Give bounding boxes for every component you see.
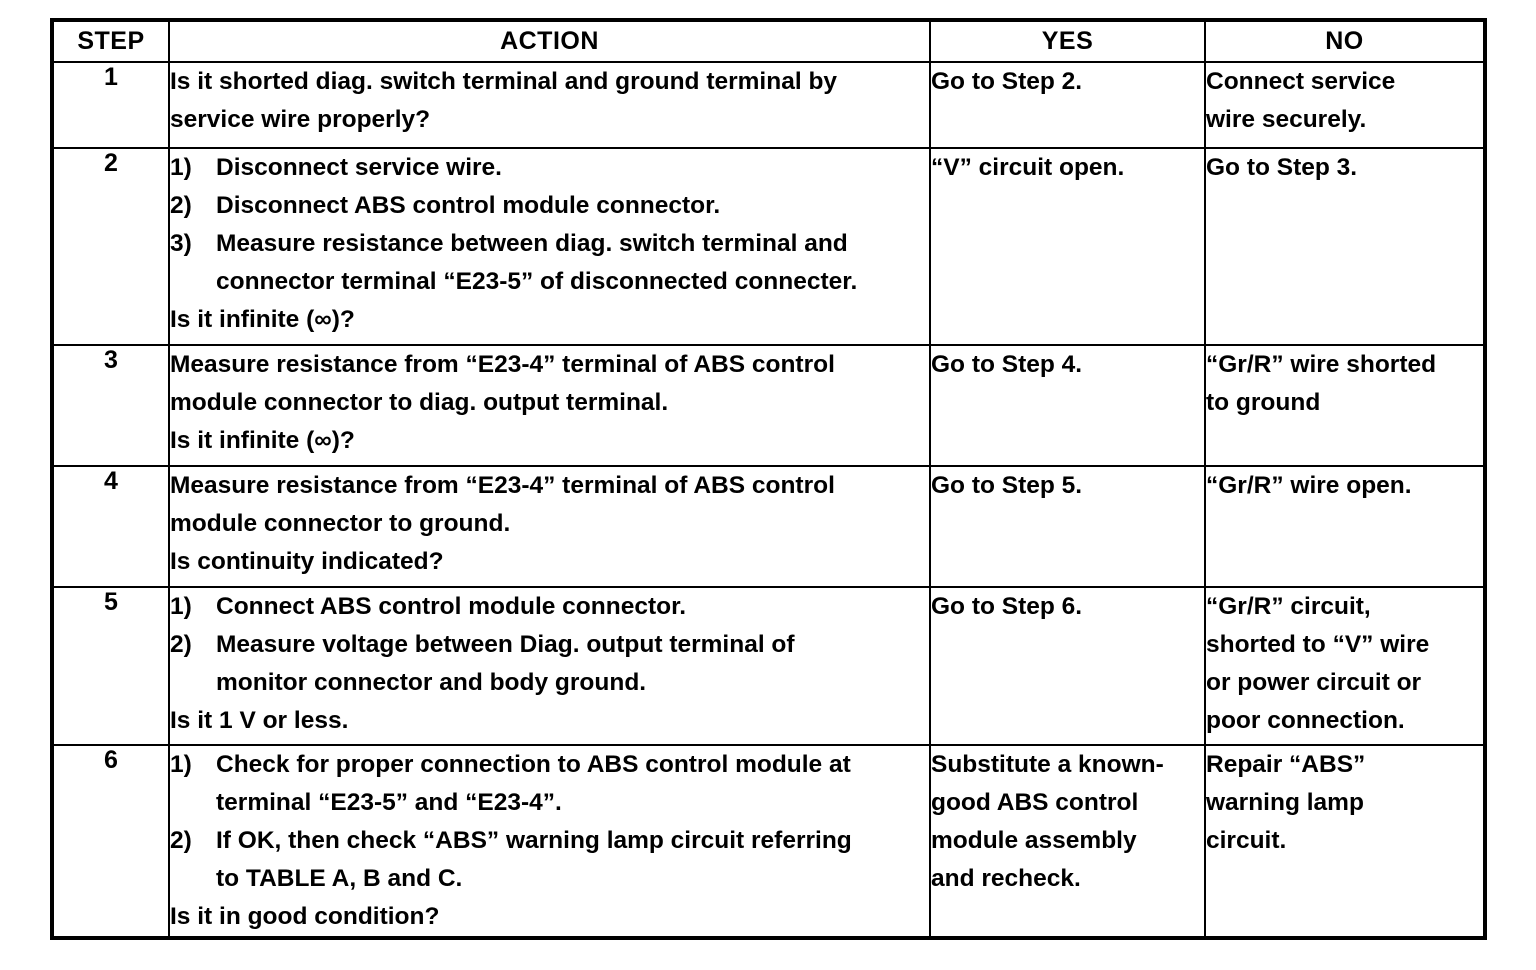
no-text-line: “Gr/R” wire open. <box>1206 472 1412 499</box>
no-text-line: or power circuit or <box>1206 669 1422 696</box>
action-numbered-item: 2) Disconnect ABS control module connecto… <box>170 187 929 225</box>
step-number-cell: 3 <box>51 344 170 467</box>
action-text-line: module connector to ground. <box>170 510 511 537</box>
yes-text-line: Go to Step 4. <box>931 351 1083 378</box>
action-item-number: 1) <box>170 751 192 778</box>
no-result-cell: Repair “ABS” warning lamp circuit. <box>1204 744 1486 939</box>
action-item-continuation: monitor connector and body ground. <box>216 669 647 696</box>
no-text-line: “Gr/R” wire shorted <box>1206 351 1437 378</box>
no-result-cell: Go to Step 3. <box>1204 147 1486 346</box>
no-text-line: poor connection. <box>1206 707 1405 734</box>
action-numbered-item: 1) Connect ABS control module connector. <box>170 588 929 626</box>
action-item-continuation: terminal “E23-5” and “E23-4”. <box>216 789 562 816</box>
action-item-number: 2) <box>170 192 192 219</box>
column-header-yes: YES <box>929 19 1206 63</box>
action-item-number: 2) <box>170 631 192 658</box>
no-result-cell: “Gr/R” wire shorted to ground <box>1204 344 1486 467</box>
action-text-line: Is it 1 V or less. <box>170 707 349 734</box>
action-item-text: Disconnect ABS control module connector. <box>216 192 721 219</box>
yes-text-line: Go to Step 5. <box>931 472 1083 499</box>
yes-text-line: Substitute a known- <box>931 751 1164 778</box>
no-text-line: warning lamp <box>1206 789 1364 816</box>
step-number-cell: 6 <box>51 744 170 939</box>
action-item-continuation: connector terminal “E23-5” of disconnect… <box>216 268 858 295</box>
no-text-line: to ground <box>1206 389 1321 416</box>
action-item-text: Measure resistance between diag. switch … <box>216 230 848 257</box>
action-cell: Is it shorted diag. switch terminal and … <box>168 61 931 149</box>
action-numbered-item: 1) Disconnect service wire. <box>170 149 929 187</box>
yes-text-line: Go to Step 6. <box>931 593 1083 620</box>
action-text-line: Is continuity indicated? <box>170 548 444 575</box>
action-numbered-item: 2) If OK, then check “ABS” warning lamp c… <box>170 822 929 860</box>
action-cell: 1) Disconnect service wire. 2) Disconnect A… <box>168 147 931 346</box>
yes-result-cell: Substitute a known-good ABS control modul… <box>929 744 1206 939</box>
step-number-cell: 4 <box>51 465 170 588</box>
action-item-number: 1) <box>170 593 192 620</box>
yes-result-cell: Go to Step 4. <box>929 344 1206 467</box>
action-numbered-item: 2) Measure voltage between Diag. output t… <box>170 626 929 664</box>
action-item-number: 3) <box>170 230 192 257</box>
no-result-cell: “Gr/R” wire open. <box>1204 465 1486 588</box>
no-text-line: Connect service <box>1206 68 1396 95</box>
action-item-text: Connect ABS control module connector. <box>216 593 687 620</box>
action-text-line: Is it infinite (∞)? <box>170 306 355 333</box>
yes-text-line: Go to Step 2. <box>931 68 1083 95</box>
step-number-cell: 1 <box>51 61 170 149</box>
step-number-cell: 5 <box>51 586 170 746</box>
no-text-line: shorted to “V” wire <box>1206 631 1430 658</box>
action-text-line: Measure resistance from “E23-4” terminal… <box>170 351 835 378</box>
action-cell: 1) Check for proper connection to ABS con… <box>168 744 931 939</box>
step-number-cell: 2 <box>51 147 170 346</box>
action-cell: 1) Connect ABS control module connector. 2… <box>168 586 931 746</box>
action-cell: Measure resistance from “E23-4” terminal… <box>168 344 931 467</box>
yes-result-cell: Go to Step 6. <box>929 586 1206 746</box>
action-item-number: 2) <box>170 827 192 854</box>
action-text-line: module connector to diag. output termina… <box>170 389 669 416</box>
no-text-line: wire securely. <box>1206 106 1367 133</box>
action-item-text: Disconnect service wire. <box>216 154 502 181</box>
action-numbered-item: 1) Check for proper connection to ABS con… <box>170 746 929 784</box>
action-cell: Measure resistance from “E23-4” terminal… <box>168 465 931 588</box>
action-item-number: 1) <box>170 154 192 181</box>
yes-text-line: and recheck. <box>931 865 1081 892</box>
action-text-line: service wire properly? <box>170 106 431 133</box>
action-text-line: Is it shorted diag. switch terminal and … <box>170 68 838 95</box>
column-header-action: ACTION <box>168 19 931 63</box>
action-numbered-item: 3) Measure resistance between diag. switc… <box>170 225 929 263</box>
no-text-line: Repair “ABS” <box>1206 751 1366 778</box>
no-text-line: “Gr/R” circuit, <box>1206 593 1371 620</box>
no-result-cell: “Gr/R” circuit, shorted to “V” wire or pow… <box>1204 586 1486 746</box>
yes-text-line: good ABS control <box>931 789 1139 816</box>
action-item-text: Measure voltage between Diag. output ter… <box>216 631 795 658</box>
action-item-continuation: to TABLE A, B and C. <box>216 865 463 892</box>
action-item-text: Check for proper connection to ABS contr… <box>216 751 851 778</box>
yes-text-line: “V” circuit open. <box>931 154 1125 181</box>
yes-result-cell: Go to Step 5. <box>929 465 1206 588</box>
no-text-line: circuit. <box>1206 827 1287 854</box>
yes-result-cell: “V” circuit open. <box>929 147 1206 346</box>
action-text-line: Measure resistance from “E23-4” terminal… <box>170 472 835 499</box>
no-result-cell: Connect service wire securely. <box>1204 61 1486 149</box>
yes-result-cell: Go to Step 2. <box>929 61 1206 149</box>
column-header-no: NO <box>1204 19 1486 63</box>
column-header-step: STEP <box>51 19 170 63</box>
no-text-line: Go to Step 3. <box>1206 154 1358 181</box>
table-header-row: STEP ACTION YES NO <box>51 19 1486 63</box>
action-text-line: Is it in good condition? <box>170 903 440 930</box>
action-text-line: Is it infinite (∞)? <box>170 427 355 454</box>
yes-text-line: module assembly <box>931 827 1137 854</box>
action-item-text: If OK, then check “ABS” warning lamp cir… <box>216 827 852 854</box>
